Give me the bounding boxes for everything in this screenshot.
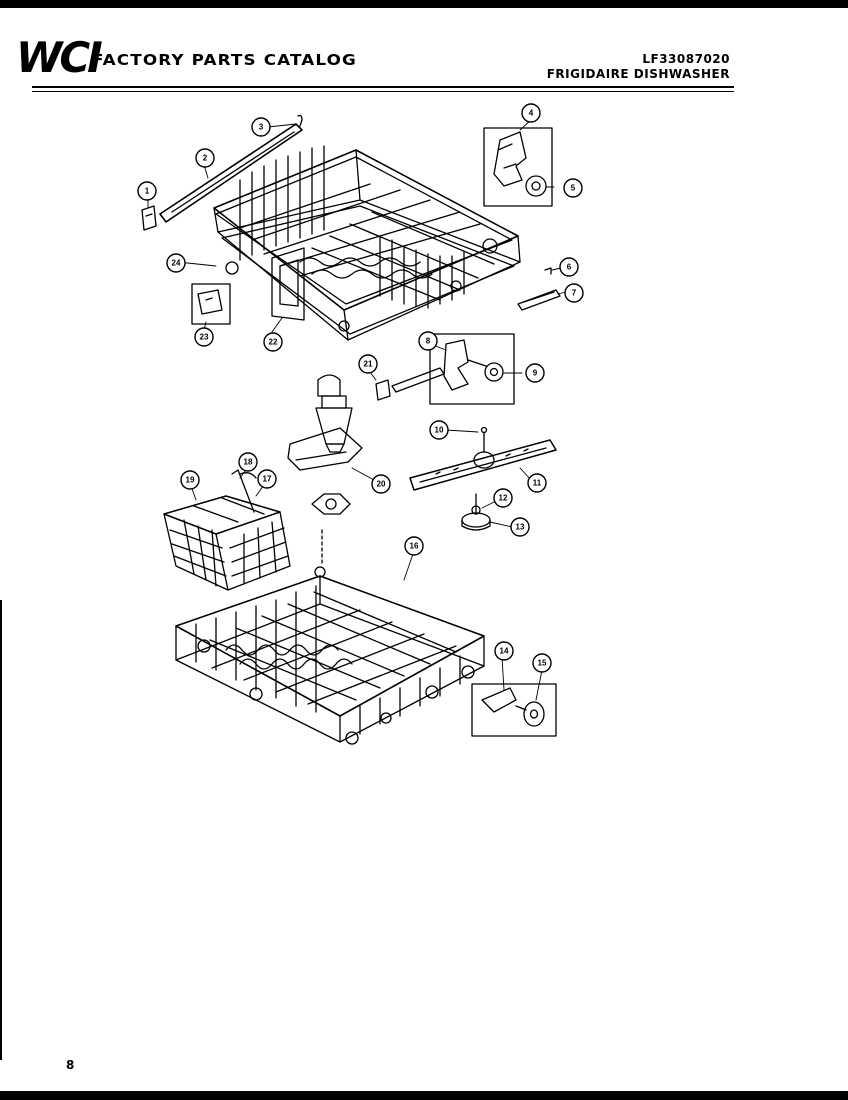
callout-6: 6 — [567, 263, 572, 272]
callout-19: 19 — [186, 476, 195, 485]
callout-16: 16 — [410, 542, 419, 551]
header-rule-thin — [32, 91, 734, 92]
spray-arm-bearing — [461, 493, 491, 531]
header-rule — [32, 86, 734, 88]
callout-7: 7 — [572, 289, 577, 298]
rack-stop-clip — [517, 267, 561, 311]
callout-11: 11 — [533, 479, 542, 488]
roller-bracket-box — [483, 127, 553, 207]
bottom-border — [0, 1091, 848, 1100]
callout-13: 13 — [516, 523, 525, 532]
callout-17: 17 — [263, 475, 272, 484]
callout-21: 21 — [364, 360, 373, 369]
wci-logo: WCI — [16, 33, 103, 82]
callout-22: 22 — [269, 338, 278, 347]
rail-clip — [375, 367, 445, 401]
callout-20: 20 — [377, 480, 386, 489]
callout-14: 14 — [500, 647, 509, 656]
lower-rack — [175, 529, 485, 745]
callout-24: 24 — [172, 259, 181, 268]
rack-rail — [159, 114, 303, 223]
wash-tower — [287, 374, 363, 471]
catalog-title: FACTORY PARTS CATALOG — [92, 51, 357, 69]
upper-rack — [213, 145, 521, 341]
callout-1: 1 — [145, 187, 150, 196]
lower-roller-box — [471, 683, 557, 737]
callout-18: 18 — [244, 458, 253, 467]
callout-15: 15 — [538, 659, 547, 668]
lower-roller-bracket-box — [429, 333, 515, 405]
callout-12: 12 — [499, 494, 508, 503]
spray-nut — [311, 493, 351, 515]
page-number: 8 — [66, 1058, 75, 1072]
callout-10: 10 — [435, 426, 444, 435]
callout-4: 4 — [529, 109, 534, 118]
model-number: LF33087020 — [642, 52, 730, 66]
callout-2: 2 — [203, 154, 208, 163]
callout-23: 23 — [200, 333, 209, 342]
adjuster-box — [191, 283, 231, 325]
top-border — [0, 0, 848, 8]
lower-spray-arm — [409, 426, 557, 491]
model-description: FRIGIDAIRE DISHWASHER — [546, 67, 730, 81]
left-scan-edge — [0, 600, 2, 1060]
callout-5: 5 — [571, 184, 576, 193]
silverware-basket — [163, 469, 291, 591]
callout-9: 9 — [533, 369, 538, 378]
callout-8: 8 — [426, 337, 431, 346]
callout-3: 3 — [259, 123, 264, 132]
rail-end-stop — [141, 205, 157, 231]
